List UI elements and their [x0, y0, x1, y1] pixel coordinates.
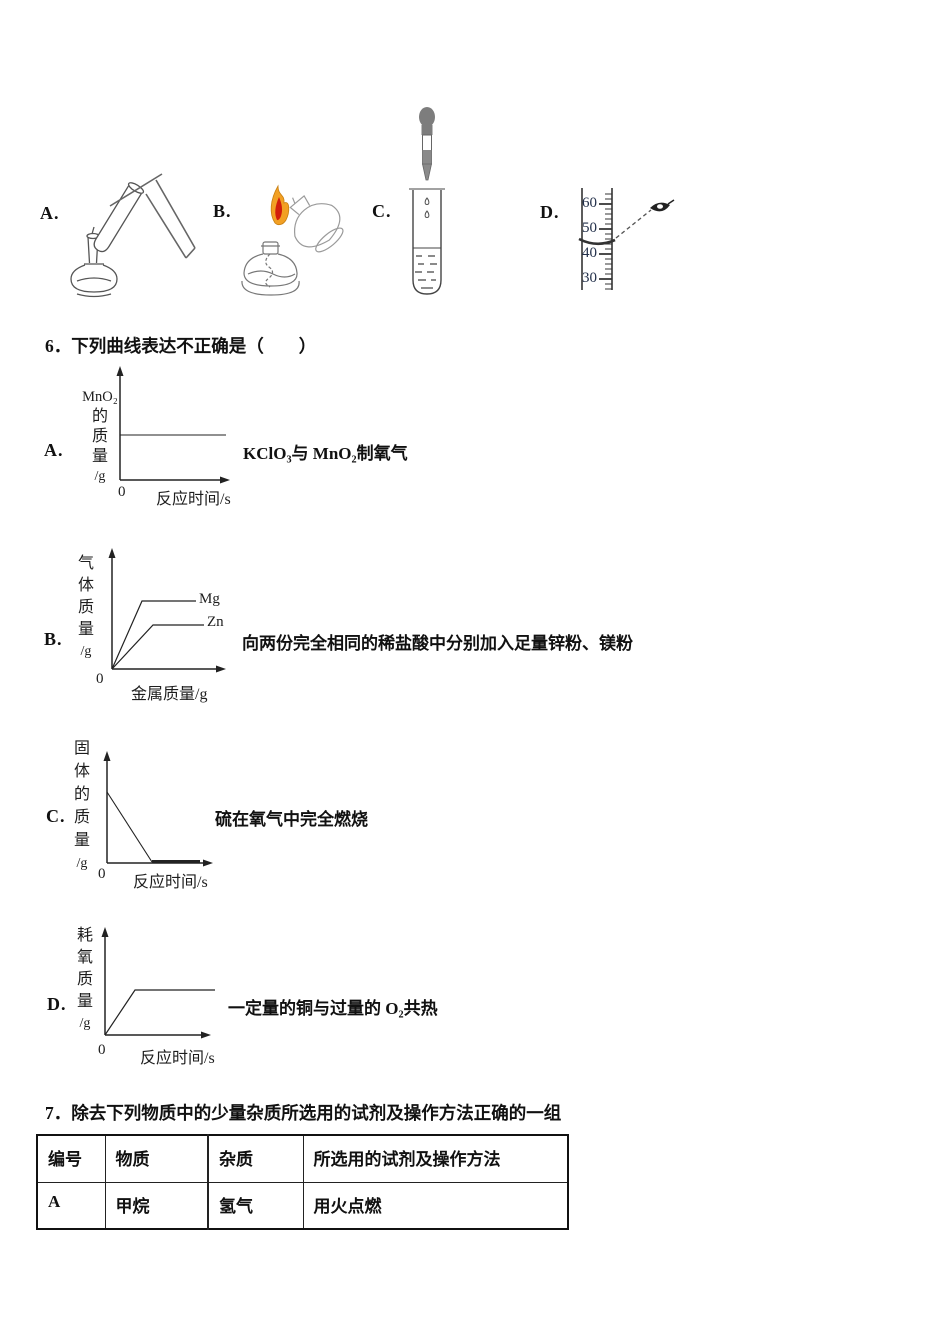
- th-impurity: 杂质: [207, 1134, 304, 1183]
- q7-title: 7．除去下列物质中的少量杂质所选用的试剂及操作方法正确的一组: [45, 1100, 561, 1125]
- y-label-line: /g: [79, 1016, 91, 1031]
- eye-icon: [650, 199, 675, 212]
- zn-curve: [111, 624, 204, 670]
- q7-number: 7．: [45, 1103, 72, 1123]
- y-label-line: /g: [94, 469, 106, 484]
- y-label-line: 量: [91, 448, 108, 465]
- test-tube-icon: [409, 188, 445, 295]
- q5-option-d-label: D.: [540, 202, 560, 222]
- y-label-line: 量: [77, 621, 94, 638]
- cylinder-scale-30: 30: [582, 270, 597, 286]
- alcohol-lamp-icon: [241, 241, 300, 296]
- flame-icon: [270, 184, 290, 226]
- q6-d-origin: 0: [98, 1042, 106, 1058]
- q6-option-b-label: B.: [44, 629, 63, 649]
- q6-d-y-axis-label: 耗 氧 质 量 /g: [71, 925, 99, 1035]
- sight-line: [615, 209, 652, 239]
- cell-number: A: [36, 1181, 106, 1230]
- table-header-row: 编号 物质 杂质 所选用的试剂及操作方法: [36, 1134, 569, 1183]
- cylinder-scale-50: 50: [582, 220, 597, 236]
- y-label-line: /g: [80, 644, 92, 659]
- y-label-line: 体: [77, 577, 94, 594]
- q7-text: 除去下列物质中的少量杂质所选用的试剂及操作方法正确的一组: [71, 1103, 562, 1123]
- q6-b-series-zn-label: Zn: [207, 614, 224, 630]
- y-label-line: 质: [73, 809, 90, 826]
- q6-b-caption: 向两份完全相同的稀盐酸中分别加入足量锌粉、镁粉: [242, 634, 633, 653]
- y-label-line: 体: [73, 763, 90, 780]
- q6-a-y-axis-label: MnO₂ 的 质 量 /g: [76, 387, 124, 487]
- y-label-line: 量: [73, 832, 90, 849]
- y-label-line: 气: [77, 555, 94, 572]
- q6-title: 6．下列曲线表达不正确是（ ）: [45, 333, 316, 358]
- q6-a-x-axis-label: 反应时间/s: [156, 491, 231, 508]
- graduated-cylinder-icon: [578, 188, 616, 290]
- th-method: 所选用的试剂及操作方法: [302, 1134, 569, 1183]
- y-label-line: 耗: [76, 927, 93, 944]
- q6-option-c-label: C.: [46, 806, 66, 826]
- alcohol-lamp-icon: [70, 226, 118, 298]
- lighting-alcohol-lamp-figure: [241, 184, 344, 296]
- q7-table: 编号 物质 杂质 所选用的试剂及操作方法 A 甲烷 氢气 用火点燃: [36, 1134, 569, 1230]
- q6-number: 6．: [45, 336, 72, 356]
- cell-impurity: 氢气: [207, 1181, 304, 1230]
- y-label-line: 质: [91, 428, 108, 445]
- q6-c-origin: 0: [98, 866, 106, 882]
- q6-option-a-graph: [116, 366, 230, 484]
- q5-option-a-label: A.: [40, 203, 60, 223]
- cell-substance: 甲烷: [104, 1181, 209, 1230]
- y-label-line: /g: [76, 856, 88, 871]
- mg-curve: [111, 600, 196, 670]
- y-label-line: 量: [76, 993, 93, 1010]
- q6-option-a-label: A.: [44, 440, 64, 460]
- test-tube-holder-icon: [109, 173, 196, 259]
- y-label-line: 氧: [76, 949, 93, 966]
- meniscus-line: [578, 237, 616, 246]
- y-label-line: 质: [76, 971, 93, 988]
- graduated-cylinder-figure: [578, 188, 675, 290]
- q6-a-caption: KClO₃与 MnO₂制氧气: [243, 444, 408, 463]
- th-substance: 物质: [104, 1134, 209, 1183]
- q6-a-origin: 0: [118, 484, 126, 500]
- q5-option-c-label: C.: [372, 201, 392, 221]
- q6-text: 下列曲线表达不正确是（ ）: [71, 336, 317, 356]
- declining-curve: [106, 791, 153, 863]
- q6-d-caption: 一定量的铜与过量的 O₂共热: [228, 999, 438, 1018]
- q6-c-x-axis-label: 反应时间/s: [133, 874, 208, 891]
- y-label-line: 的: [73, 786, 90, 803]
- liquid-in-tube: [413, 247, 441, 289]
- q6-option-d-label: D.: [47, 994, 67, 1014]
- q6-b-origin: 0: [96, 671, 104, 687]
- q6-option-d-graph: [101, 927, 215, 1039]
- th-number: 编号: [36, 1134, 106, 1183]
- q6-c-caption: 硫在氧气中完全燃烧: [215, 810, 368, 829]
- q6-b-y-axis-label: 气 体 质 量 /g: [72, 553, 100, 663]
- cylinder-scale-40: 40: [582, 245, 597, 261]
- q6-d-x-axis-label: 反应时间/s: [140, 1050, 215, 1067]
- rise-plateau-curve: [104, 989, 215, 1036]
- liquid-drops-icon: [424, 197, 430, 219]
- cylinder-scale-60: 60: [582, 195, 597, 211]
- cell-method: 用火点燃: [302, 1181, 569, 1230]
- q6-c-y-axis-label: 固 体 的 质 量 /g: [68, 737, 96, 875]
- y-label-line: MnO₂: [82, 389, 118, 405]
- q6-option-c-graph: [103, 751, 213, 867]
- tilted-alcohol-lamp-icon: [289, 194, 344, 253]
- table-row: A 甲烷 氢气 用火点燃: [36, 1181, 569, 1230]
- y-label-line: 质: [77, 599, 94, 616]
- y-label-line: 固: [73, 740, 90, 757]
- heating-test-tube-figure: [70, 173, 196, 298]
- q6-option-b-graph: [108, 548, 226, 673]
- dropper-icon: [419, 107, 435, 181]
- q5-option-b-label: B.: [213, 201, 232, 221]
- dropper-test-tube-figure: [409, 107, 445, 295]
- q6-b-x-axis-label: 金属质量/g: [131, 686, 208, 703]
- test-tube-icon: [93, 182, 145, 253]
- q6-b-series-mg-label: Mg: [199, 591, 220, 607]
- y-label-line: 的: [91, 408, 108, 425]
